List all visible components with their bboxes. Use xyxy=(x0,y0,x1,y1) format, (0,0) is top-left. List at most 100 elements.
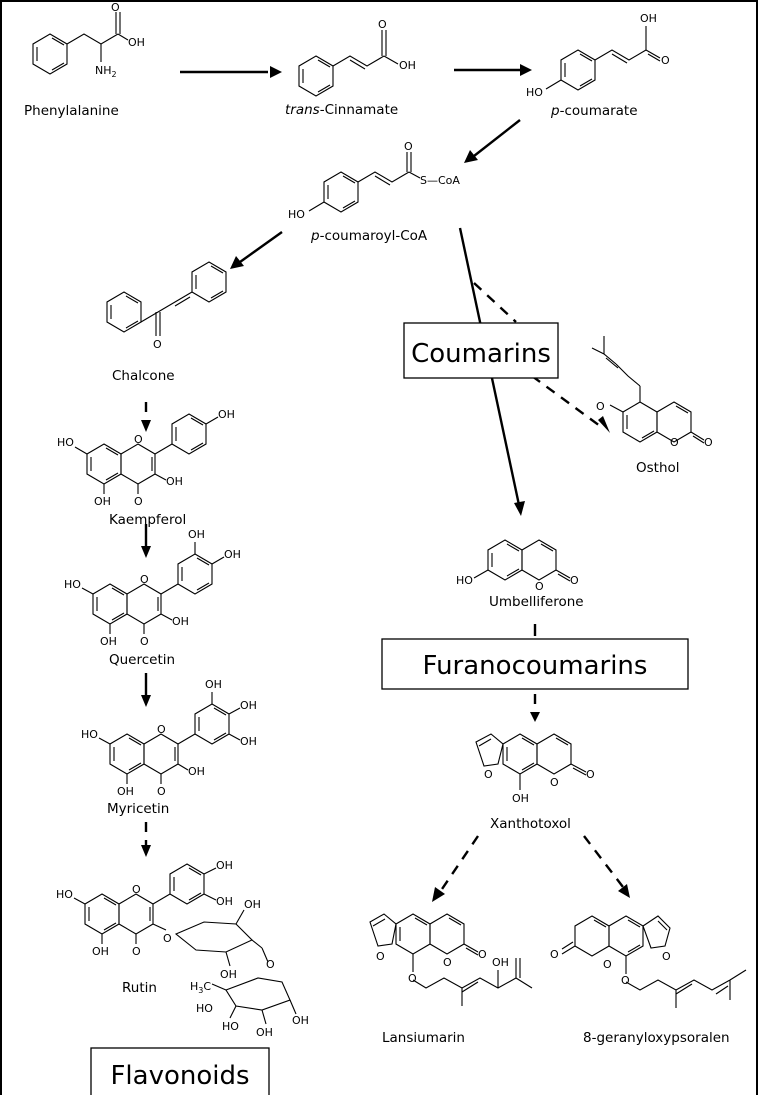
atom-label: OH xyxy=(292,1014,309,1027)
compound-label-p-coumaroyl-coa: p-coumaroyl-CoA xyxy=(310,228,428,244)
atom-label: OH xyxy=(512,792,529,805)
atom-label: OH xyxy=(216,859,233,872)
atom-label: O xyxy=(134,495,143,508)
group-box-furanocoumarins: Furanocoumarins xyxy=(381,638,689,690)
atom-label: OH xyxy=(128,36,145,49)
arrow-coumarate-to-coumaroylcoa xyxy=(473,119,521,157)
atom-label: OH xyxy=(216,895,233,908)
geranyloxypsoralen-structure: O O O O xyxy=(550,915,747,1008)
atom-label: O xyxy=(550,776,559,789)
atom-label: O xyxy=(478,948,487,961)
osthol-structure: O O O xyxy=(591,336,713,449)
atom-label: O xyxy=(376,950,385,963)
atom-label: OH xyxy=(256,1026,273,1039)
kaempferol-structure: O O HO OH OH OH xyxy=(57,408,235,508)
atom-label: O xyxy=(140,573,149,586)
arrowhead xyxy=(520,64,532,76)
dashed-arrow-to-osthol xyxy=(531,375,601,427)
atom-label: OH xyxy=(100,635,117,648)
atom-label: O xyxy=(535,580,544,593)
atom-label: OH xyxy=(220,968,237,981)
compound-label-myricetin: Myricetin xyxy=(107,801,169,817)
arrowhead xyxy=(270,66,282,78)
compound-label-quercetin: Quercetin xyxy=(109,652,175,668)
rutin-structure: O O O HO OH OH OH OH OH O H3C HO HO OH O… xyxy=(56,859,309,1039)
arrowhead xyxy=(514,501,525,516)
atom-label: O xyxy=(153,338,162,351)
atom-label: O xyxy=(596,400,605,413)
dashed-arrow-to-lansiumarin xyxy=(439,835,479,893)
atom-label: OH xyxy=(205,678,222,691)
atom-label: O xyxy=(670,436,679,449)
atom-label: O xyxy=(408,972,417,985)
atom-label: OH xyxy=(188,765,205,778)
atom-label: O xyxy=(662,950,671,963)
atom-label: OH xyxy=(94,495,111,508)
group-label-furanocoumarins: Furanocoumarins xyxy=(423,651,648,681)
atom-label: O xyxy=(132,883,141,896)
atom-label: OH xyxy=(240,735,257,748)
group-label-coumarins: Coumarins xyxy=(411,339,551,369)
arrowhead xyxy=(530,712,540,722)
atom-label: HO xyxy=(57,436,74,449)
compound-label-xanthotoxol: Xanthotoxol xyxy=(490,816,571,832)
arrowhead xyxy=(618,884,630,898)
umbelliferone-structure: O O HO xyxy=(456,539,579,593)
group-box-flavonoids: Flavonoids xyxy=(90,1047,270,1095)
atom-label: OH xyxy=(92,945,109,958)
atom-label: O xyxy=(378,18,387,31)
compound-label-lansiumarin: Lansiumarin xyxy=(382,1030,465,1046)
arrowhead xyxy=(464,150,478,163)
arrow-coumaroylcoa-to-chalcone xyxy=(239,231,283,263)
atom-label: O xyxy=(443,956,452,969)
atom-label: O xyxy=(704,436,713,449)
dashed-arrow-to-geranyloxypsoralen xyxy=(583,835,624,888)
atom-label: OH xyxy=(218,408,235,421)
atom-label: O xyxy=(586,768,595,781)
atom-label: O xyxy=(157,785,166,798)
compound-label-umbelliferone: Umbelliferone xyxy=(489,594,584,610)
group-box-coumarins: Coumarins xyxy=(403,322,559,379)
atom-label: O xyxy=(163,932,172,945)
dashed-coumarins-bracket xyxy=(473,282,517,323)
arrowhead xyxy=(598,416,610,433)
chalcone-structure: O xyxy=(106,261,227,351)
atom-label: OH xyxy=(492,956,509,969)
atom-label: O xyxy=(603,958,612,971)
arrowhead xyxy=(141,845,151,857)
atom-label: H3C xyxy=(190,980,211,995)
atom-label: O xyxy=(132,945,141,958)
atom-label: OH xyxy=(244,898,261,911)
atom-label: HO xyxy=(64,578,81,591)
arrowhead xyxy=(141,420,151,432)
atom-label: O xyxy=(404,140,413,153)
quercetin-structure: O O HO OH OH OH OH xyxy=(64,528,241,648)
atom-label: OH xyxy=(166,475,183,488)
atom-label: OH xyxy=(188,528,205,541)
atom-label: HO xyxy=(81,728,98,741)
myricetin-structure: O O HO OH OH OH OH OH xyxy=(81,678,257,798)
atom-label: OH xyxy=(640,12,657,25)
atom-label: O xyxy=(134,433,143,446)
arrowhead xyxy=(141,695,151,707)
phenylalanine-structure: O OH NH2 xyxy=(32,1,145,79)
compound-label-chalcone: Chalcone xyxy=(112,368,175,384)
arrowhead xyxy=(432,887,445,902)
group-label-flavonoids: Flavonoids xyxy=(110,1061,249,1091)
atom-label: HO xyxy=(456,574,473,587)
lansiumarin-structure: O O O O OH xyxy=(369,913,533,1006)
compound-label-p-coumarate: p-coumarate xyxy=(550,103,638,119)
coumaroylcoa-structure: O S—CoA HO xyxy=(288,140,460,221)
compound-label-trans-cinnamate: trans-Cinnamate xyxy=(285,102,398,118)
pathway-arrows xyxy=(141,64,630,902)
atom-label: O xyxy=(484,768,493,781)
atom-label: O xyxy=(140,635,149,648)
atom-label: HO xyxy=(526,86,543,99)
atom-label: O xyxy=(266,958,275,971)
atom-label: O xyxy=(550,948,559,961)
atom-label: O xyxy=(621,974,630,987)
atom-label: OH xyxy=(240,699,257,712)
atom-label: O xyxy=(111,1,120,14)
arrowhead xyxy=(230,256,244,269)
